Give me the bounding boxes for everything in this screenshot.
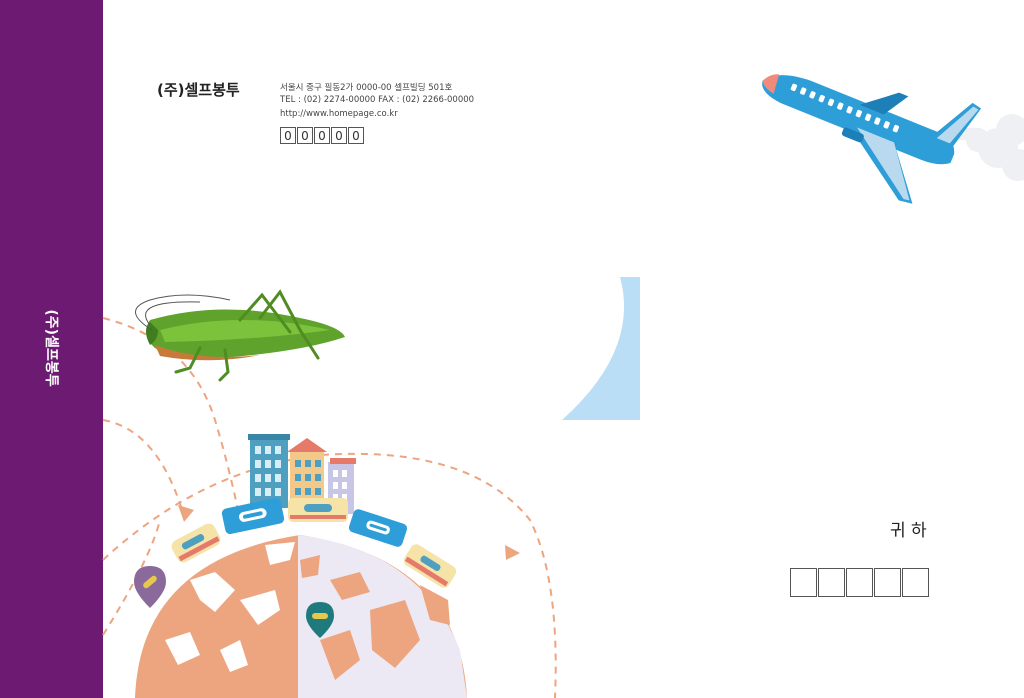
sender-website: http://www.homepage.co.kr <box>280 109 398 119</box>
sender-phone-fax: TEL : (02) 2274-00000 FAX : (02) 2266-00… <box>280 95 475 105</box>
sender-address: 서울시 중구 필동2가 0000-00 셀프빌딩 501호 <box>280 83 453 93</box>
map-pin-icon <box>306 602 334 638</box>
sender-company-name: (주)셀프봉투 <box>157 81 240 99</box>
orbit-arrow <box>178 505 520 560</box>
sender-postal-code: 0 0 0 0 0 <box>280 127 365 144</box>
recipient-postal-box[interactable] <box>874 568 901 597</box>
sender-postal-digit: 0 <box>331 127 347 144</box>
dashed-orbit-path <box>102 317 557 698</box>
crescent-shape <box>562 277 640 420</box>
grasshopper-icon <box>135 289 345 382</box>
sender-postal-digit: 0 <box>280 127 296 144</box>
sender-postal-digit: 0 <box>314 127 330 144</box>
envelope-spine: (주)셀프봉투 <box>0 0 103 698</box>
recipient-postal-box[interactable] <box>846 568 873 597</box>
smoke-cloud <box>955 114 1024 181</box>
sender-postal-digit: 0 <box>348 127 364 144</box>
airplane-icon <box>762 74 982 204</box>
map-pin-icon <box>134 566 166 608</box>
sender-postal-digit: 0 <box>297 127 313 144</box>
globe-icon <box>135 535 467 698</box>
recipient-postal-box[interactable] <box>818 568 845 597</box>
recipient-postal-code-boxes[interactable] <box>790 568 930 597</box>
recipient-honorific: 귀 하 <box>890 521 927 541</box>
recipient-postal-box[interactable] <box>902 568 929 597</box>
recipient-postal-box[interactable] <box>790 568 817 597</box>
train-icon <box>171 497 457 588</box>
